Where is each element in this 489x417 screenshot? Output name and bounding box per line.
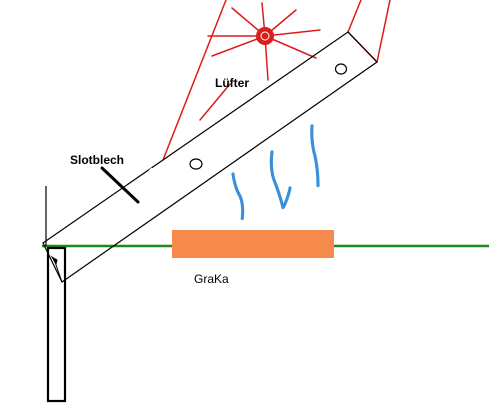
fan-label: Lüfter	[215, 76, 249, 90]
airflow-stream	[231, 172, 245, 222]
fan-rotor	[199, 2, 321, 121]
airflow	[231, 124, 320, 222]
graphics-card-label: GraKa	[194, 272, 229, 286]
case-post	[45, 186, 67, 403]
case-post-bar	[46, 246, 67, 403]
fan-frame-far-edge	[376, 0, 391, 63]
slot-bracket-label: Slotblech	[70, 153, 124, 167]
slot-bracket-pointer	[100, 166, 140, 204]
fan-hub-detail	[260, 31, 270, 41]
airflow-stream	[269, 150, 292, 213]
slot-bracket-outline	[42, 31, 378, 283]
fan-hub	[256, 27, 274, 45]
airflow-stream	[310, 124, 320, 188]
fan-spoke	[264, 29, 321, 37]
slot-bracket-gap	[148, 167, 154, 173]
fan-frame-left-edge	[162, 0, 227, 161]
case-post-hinge-line	[54, 261, 63, 283]
slot-bracket	[42, 31, 378, 283]
fan-spoke-long	[199, 83, 231, 121]
graphics-card-block	[172, 230, 334, 258]
bracket-hole-lower	[189, 158, 203, 170]
bracket-hole-upper	[334, 63, 348, 75]
fan-spoke	[264, 35, 317, 59]
fan-frame-right-edge	[347, 0, 362, 33]
case-post-hinge	[50, 255, 58, 266]
fan-spoke	[211, 35, 266, 57]
